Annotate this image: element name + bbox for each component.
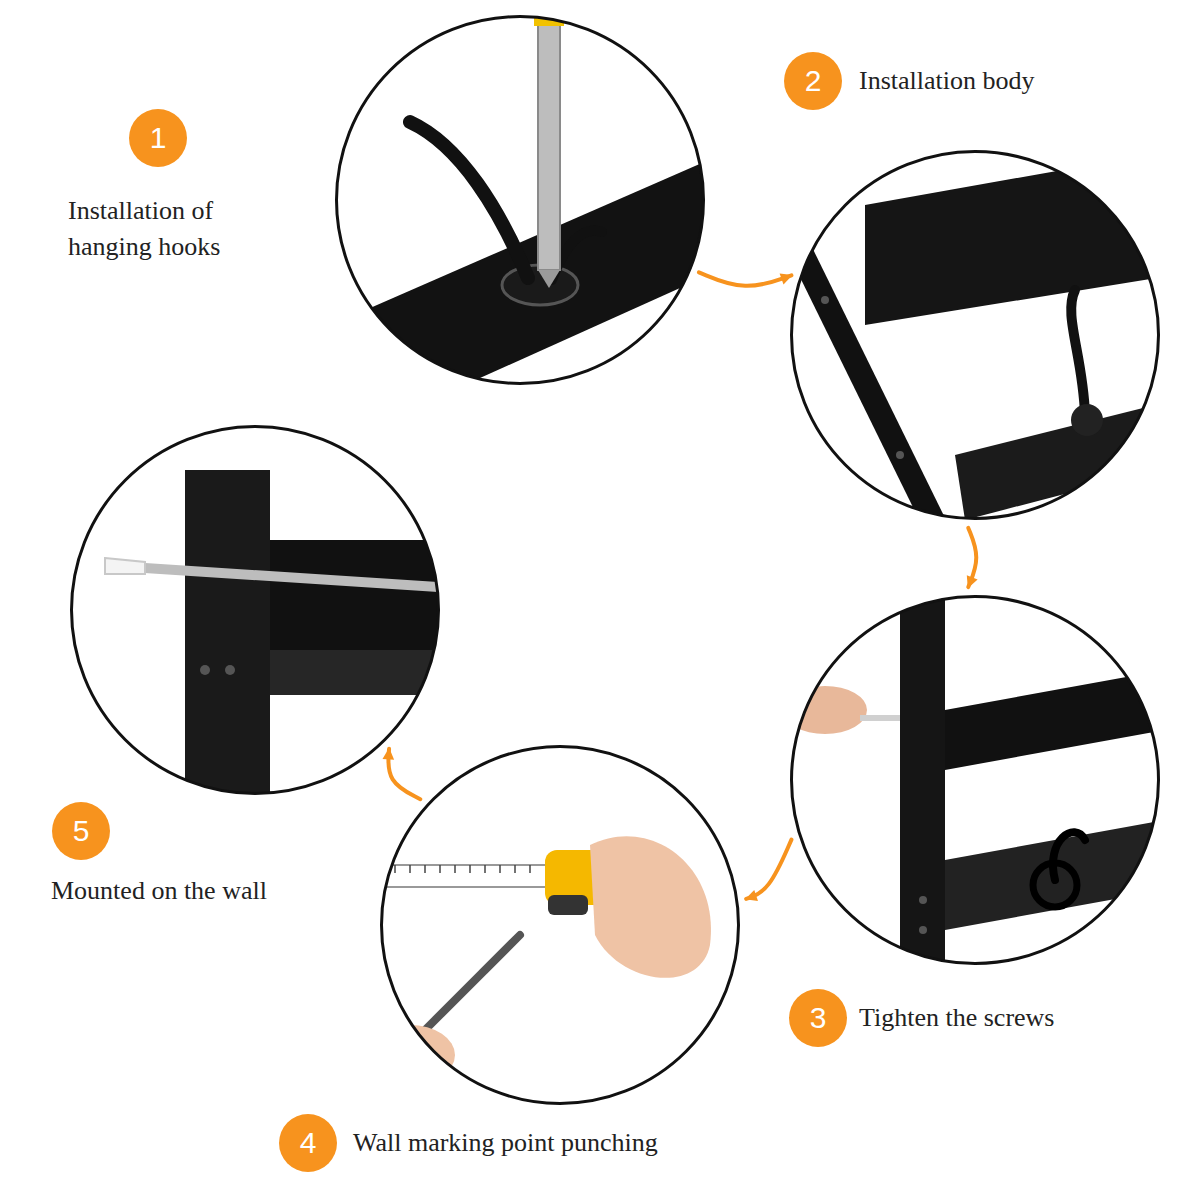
callout-number: 5 — [73, 816, 90, 846]
step-label: Installation of hanging hooks — [68, 196, 220, 261]
step-badge: 1 — [129, 109, 187, 167]
body-illustration — [785, 145, 1175, 535]
step-badge: 2 — [784, 52, 842, 110]
step-badge: 5 — [52, 802, 110, 860]
step-label-holder: Installation body — [859, 63, 1034, 99]
step-label: Installation body — [859, 66, 1034, 95]
step-label-holder: Wall marking point punching — [353, 1125, 658, 1161]
measure-illustration — [365, 735, 750, 1115]
step-arrow — [699, 272, 792, 286]
callout-number: 3 — [810, 1003, 827, 1033]
step-circle: 2Installation body — [790, 150, 1160, 520]
step-arrow — [746, 840, 791, 899]
step-label: Tighten the screws — [859, 1003, 1054, 1032]
callout-number: 2 — [805, 66, 822, 96]
step-label: Mounted on the wall — [51, 876, 267, 905]
step-badge: 3 — [789, 989, 847, 1047]
step-label: Wall marking point punching — [353, 1128, 658, 1157]
step-circle: 3Tighten the screws — [790, 595, 1160, 965]
step-label-holder: Mounted on the wall — [51, 873, 267, 909]
step-circle: 5Mounted on the wall — [70, 425, 440, 795]
step-label-holder: Installation of hanging hooks — [68, 193, 283, 265]
callout-number: 4 — [300, 1128, 317, 1158]
step-circle: 1Installation of hanging hooks — [335, 15, 705, 385]
step-circle: 4Wall marking point punching — [380, 745, 740, 1105]
screw-illustration — [783, 580, 1165, 980]
callout-number: 1 — [150, 123, 167, 153]
step-arrow — [968, 528, 976, 587]
step-arrow — [388, 749, 420, 799]
hook-illustration — [320, 0, 720, 450]
step-label-holder: Tighten the screws — [859, 1000, 1054, 1036]
mount-illustration — [65, 420, 470, 810]
step-badge: 4 — [279, 1114, 337, 1172]
